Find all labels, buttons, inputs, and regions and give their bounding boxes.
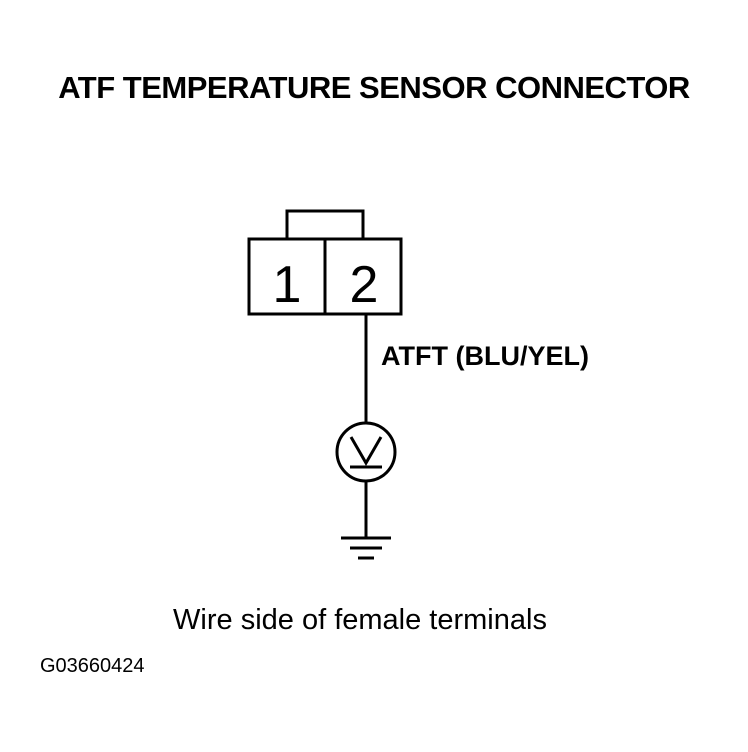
diagram-title: ATF TEMPERATURE SENSOR CONNECTOR xyxy=(58,70,690,105)
figure-id: G03660424 xyxy=(40,655,145,677)
wire-label: ATFT (BLU/YEL) xyxy=(381,341,589,371)
ground-icon xyxy=(341,536,391,560)
diagram-caption: Wire side of female terminals xyxy=(173,604,547,636)
connector-body xyxy=(247,237,403,316)
pin-2-label: 2 xyxy=(350,256,379,314)
pin-1-label: 1 xyxy=(273,256,302,314)
connector-lock-tab xyxy=(285,209,365,241)
voltmeter-icon xyxy=(335,421,397,483)
